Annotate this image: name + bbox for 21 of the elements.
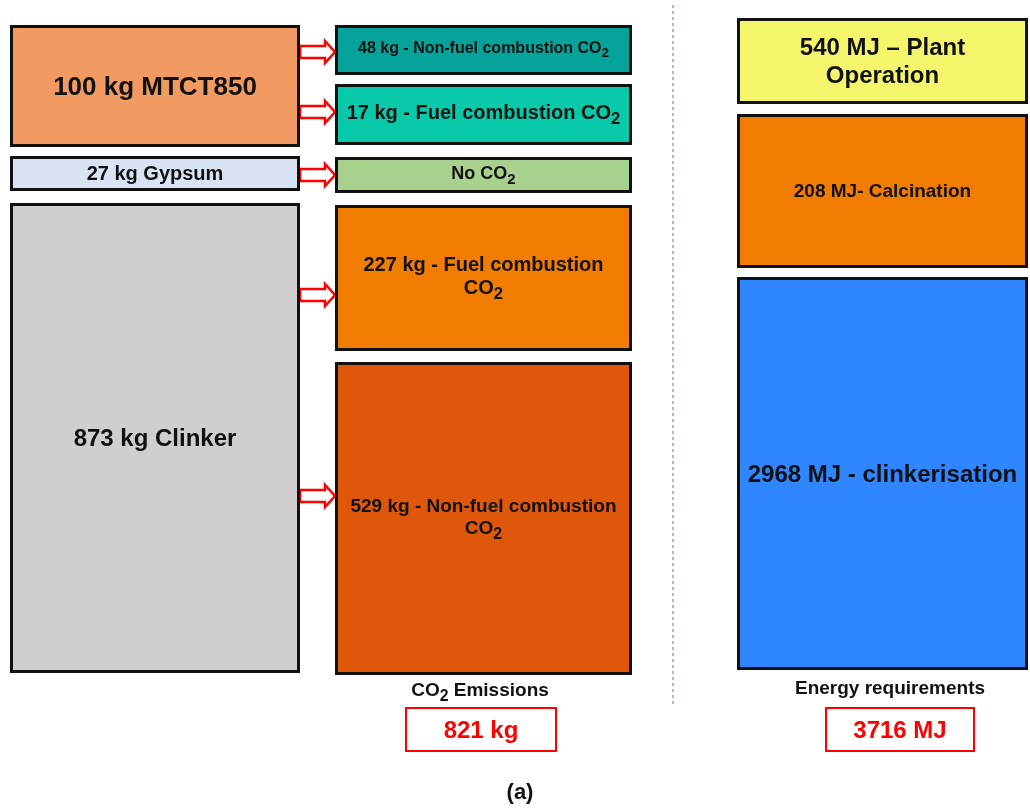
block: 17 kg - Fuel combustion CO$_{2}$	[335, 84, 632, 145]
block-arrow	[298, 481, 337, 511]
block-arrow	[298, 160, 337, 190]
block: 529 kg - Non-fuel combustion CO$_{2}$	[335, 362, 632, 675]
total-box: 821 kg	[405, 707, 557, 752]
block: 227 kg - Fuel combustion CO$_{2}$	[335, 205, 632, 351]
block: 2968 MJ - clinkerisation	[737, 277, 1028, 670]
column-heading: CO$_{2}$ Emissions	[411, 678, 549, 705]
block: 208 MJ- Calcination	[737, 114, 1028, 268]
block: 873 kg Clinker	[10, 203, 300, 673]
panel-label: (a)	[506, 778, 534, 805]
block-arrow	[298, 97, 337, 127]
block: 540 MJ – Plant Operation	[737, 18, 1028, 104]
block: 27 kg Gypsum	[10, 156, 300, 191]
block: 100 kg MTCT850	[10, 25, 300, 147]
block-arrow	[298, 37, 337, 67]
block: No CO$_{2}$	[335, 157, 632, 193]
column-heading: Energy requirements	[794, 676, 986, 699]
total-box: 3716 MJ	[825, 707, 975, 752]
block: 48 kg - Non-fuel combustion CO$_{2}$	[335, 25, 632, 75]
block-arrow	[298, 280, 337, 310]
